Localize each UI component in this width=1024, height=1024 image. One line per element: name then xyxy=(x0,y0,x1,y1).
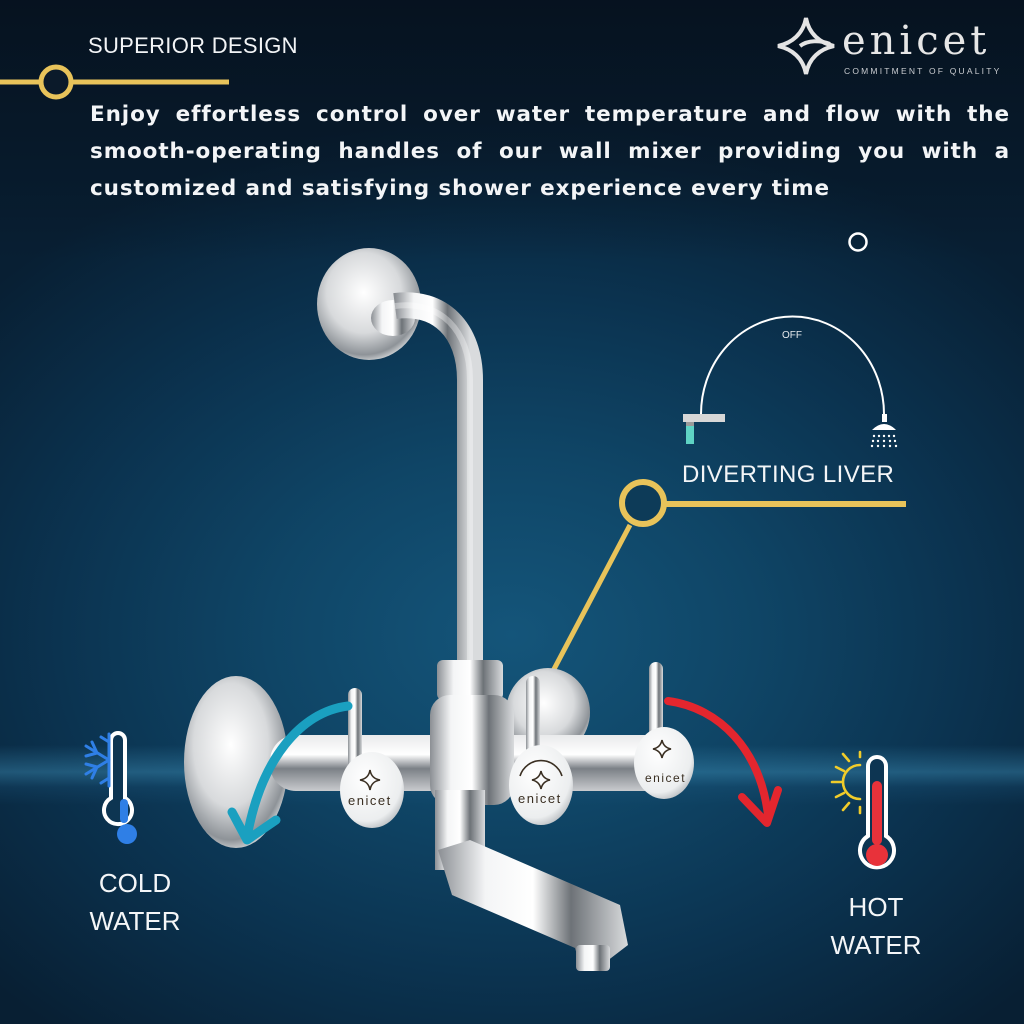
diverting-lever-label: DIVERTING LIVER xyxy=(682,461,895,488)
diverter-knob-logo-text: enicet xyxy=(518,791,562,806)
cold-arrow-head xyxy=(227,807,281,845)
shower-head-icon xyxy=(870,414,898,448)
sun-icon xyxy=(830,750,862,815)
description-text: Enjoy effortless control over water temp… xyxy=(90,102,1010,201)
heading-underline xyxy=(0,64,229,100)
diverter-callout-line xyxy=(540,479,906,692)
brand-tagline: COMMITMENT OF QUALITY xyxy=(844,66,1002,76)
brand-logo-icon xyxy=(777,17,835,75)
wall-mixer-product-image xyxy=(184,248,694,971)
brand-name: enicet xyxy=(842,18,991,64)
hot-knob-logo-text: enicet xyxy=(645,771,687,785)
knob-logo-icons xyxy=(359,739,672,791)
cold-rotation-arrow xyxy=(243,701,353,837)
snowflake-icon xyxy=(84,732,111,788)
cold-water-label: COLD WATER xyxy=(80,864,190,940)
diverter-off-label: OFF xyxy=(782,330,802,341)
background-top-shade xyxy=(0,0,1024,260)
cold-label-line2: WATER xyxy=(89,906,181,936)
hot-water-label: HOT WATER xyxy=(820,888,932,964)
cold-thermometer-icon xyxy=(102,731,137,844)
section-heading: SUPERIOR DESIGN xyxy=(88,33,298,58)
hot-rotation-arrow xyxy=(664,697,772,819)
hot-label-line2: WATER xyxy=(830,930,922,960)
cold-label-line1: COLD xyxy=(98,868,172,898)
cold-knob-logo-text: enicet xyxy=(348,793,392,808)
spout-icon xyxy=(683,414,725,444)
hot-arrow-head xyxy=(738,786,782,827)
hot-thermometer-icon xyxy=(858,755,896,870)
decor-ring-icon xyxy=(848,232,868,252)
diverter-diagram xyxy=(683,315,898,448)
hot-label-line1: HOT xyxy=(848,892,904,922)
